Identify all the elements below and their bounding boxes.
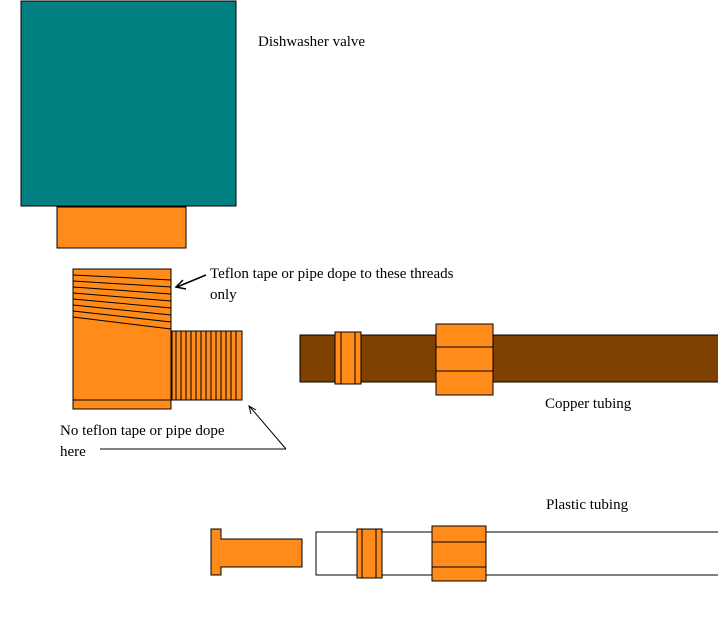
plastic-tube	[315, 531, 718, 576]
plastic-ferrule	[356, 528, 383, 579]
no-teflon-label-line1: No teflon tape or pipe dope	[60, 423, 225, 439]
copper-compression-nut	[435, 323, 494, 396]
insert-stiffener	[210, 528, 303, 576]
plastic-compression-nut	[431, 525, 487, 582]
plastic-tubing-assembly	[210, 525, 718, 582]
teflon-arrow	[174, 274, 207, 290]
compression-threads	[175, 331, 237, 400]
elbow-fitting	[72, 268, 243, 410]
dishwasher-valve-body	[20, 0, 237, 207]
teflon-label: Teflon tape or pipe dope to these thread…	[210, 264, 453, 306]
no-teflon-leader	[100, 404, 287, 450]
valve-outlet	[56, 206, 187, 249]
copper-tubing-assembly	[299, 323, 718, 396]
teflon-label-line2: only	[210, 287, 237, 303]
compression-thread-end	[171, 330, 243, 401]
no-teflon-label-line2: here	[60, 444, 86, 460]
teflon-label-line1: Teflon tape or pipe dope to these thread…	[210, 266, 454, 282]
copper-tubing-label: Copper tubing	[545, 396, 632, 412]
plastic-tubing-label: Plastic tubing	[546, 497, 629, 513]
dishwasher-valve-label: Dishwasher valve	[258, 34, 366, 50]
no-teflon-label: No teflon tape or pipe dope here	[60, 421, 225, 463]
copper-tube	[299, 334, 718, 383]
copper-ferrule	[334, 331, 362, 385]
tapered-threads	[72, 274, 172, 330]
